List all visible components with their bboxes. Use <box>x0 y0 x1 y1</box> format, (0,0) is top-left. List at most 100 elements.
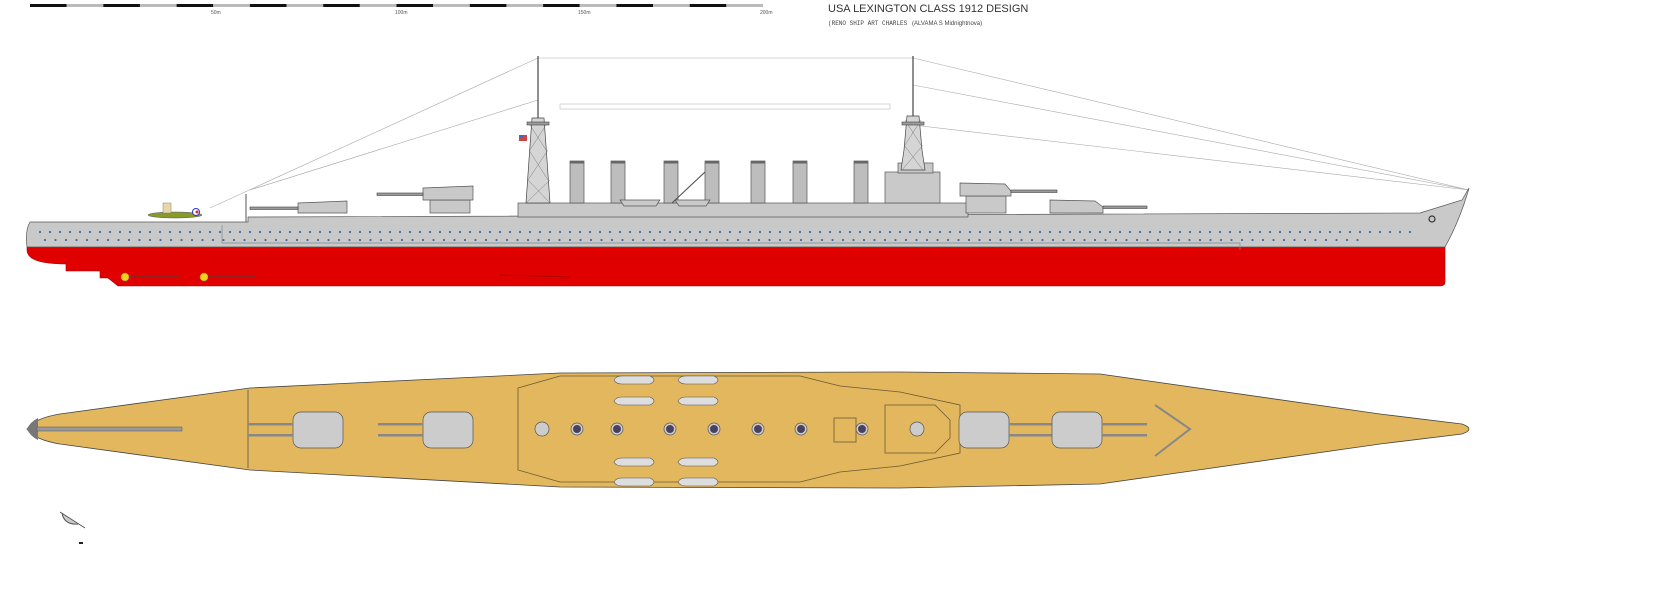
porthole <box>78 230 82 234</box>
funnels <box>569 160 869 204</box>
porthole <box>904 238 908 242</box>
porthole <box>1308 230 1312 234</box>
porthole <box>663 238 666 242</box>
boat <box>613 457 655 467</box>
porthole <box>958 230 962 234</box>
funnel-tops <box>534 421 925 437</box>
porthole <box>463 238 467 242</box>
scale-segment <box>249 4 287 7</box>
gun-barrel <box>248 423 293 426</box>
porthole <box>211 238 215 242</box>
porthole <box>948 230 952 234</box>
porthole <box>390 238 393 242</box>
porthole <box>1018 230 1022 234</box>
porthole <box>285 238 288 242</box>
scale-segment <box>579 4 617 7</box>
funnel-opening <box>710 425 718 433</box>
funnel <box>750 160 766 204</box>
porthole <box>908 230 912 234</box>
scale-segment <box>396 4 434 7</box>
porthole <box>448 230 452 234</box>
porthole <box>778 230 782 234</box>
porthole <box>1058 230 1062 234</box>
funnel <box>610 160 626 204</box>
porthole <box>1298 230 1302 234</box>
porthole <box>516 238 519 242</box>
porthole <box>128 230 132 234</box>
porthole <box>288 230 292 234</box>
porthole <box>967 238 971 242</box>
porthole <box>127 238 131 242</box>
porthole <box>1208 230 1212 234</box>
porthole <box>1135 238 1139 242</box>
turret-fore-2 <box>1049 199 1148 214</box>
porthole <box>810 238 813 242</box>
boat <box>613 396 655 406</box>
porthole <box>1348 230 1352 234</box>
fore-cage-mast <box>900 56 926 171</box>
porthole <box>778 238 782 242</box>
porthole <box>694 238 698 242</box>
porthole <box>1048 230 1052 234</box>
hull-underwater-red <box>26 246 1446 287</box>
scale-segment <box>653 4 690 7</box>
porthole <box>258 230 262 234</box>
porthole <box>957 238 960 242</box>
porthole <box>938 230 942 234</box>
porthole <box>432 238 435 242</box>
porthole <box>495 238 498 242</box>
porthole <box>54 238 57 242</box>
porthole <box>708 230 712 234</box>
porthole <box>1338 230 1342 234</box>
porthole <box>478 230 482 234</box>
porthole <box>788 230 792 234</box>
porthole <box>841 238 845 242</box>
porthole <box>878 230 882 234</box>
porthole <box>188 230 192 234</box>
porthole <box>1388 230 1392 234</box>
porthole <box>1408 230 1412 234</box>
funnel-cap <box>611 161 625 164</box>
porthole <box>411 238 414 242</box>
porthole <box>789 238 792 242</box>
boat <box>677 375 719 385</box>
porthole <box>928 230 932 234</box>
porthole <box>468 230 472 234</box>
credit-sub: (ALVAMA S Midnightnova) <box>912 21 982 27</box>
porthole <box>1093 238 1097 242</box>
porthole <box>1088 230 1092 234</box>
scale-segment <box>506 4 544 7</box>
porthole <box>918 230 922 234</box>
porthole <box>658 230 662 234</box>
porthole <box>43 238 47 242</box>
porthole <box>169 238 173 242</box>
turret-plan <box>958 411 1054 449</box>
porthole <box>1138 230 1142 234</box>
plan-view <box>26 371 1470 489</box>
porthole <box>1188 230 1192 234</box>
porthole <box>1030 238 1034 242</box>
porthole <box>715 238 719 242</box>
porthole <box>518 230 522 234</box>
turret-body <box>422 411 474 449</box>
porthole <box>458 230 462 234</box>
hull-side <box>26 187 1470 248</box>
porthole <box>579 238 582 242</box>
porthole <box>946 238 950 242</box>
porthole <box>58 230 62 234</box>
porthole <box>818 230 822 234</box>
porthole <box>678 230 682 234</box>
porthole <box>1078 230 1082 234</box>
porthole <box>648 230 652 234</box>
turret-plan <box>1051 411 1147 449</box>
boat <box>613 375 655 385</box>
porthole <box>98 230 102 234</box>
porthole <box>838 230 842 234</box>
side-profile <box>26 56 1470 287</box>
porthole <box>232 238 236 242</box>
porthole <box>631 238 635 242</box>
funnel-opening <box>858 425 866 433</box>
porthole <box>1148 230 1152 234</box>
porthole <box>848 230 852 234</box>
